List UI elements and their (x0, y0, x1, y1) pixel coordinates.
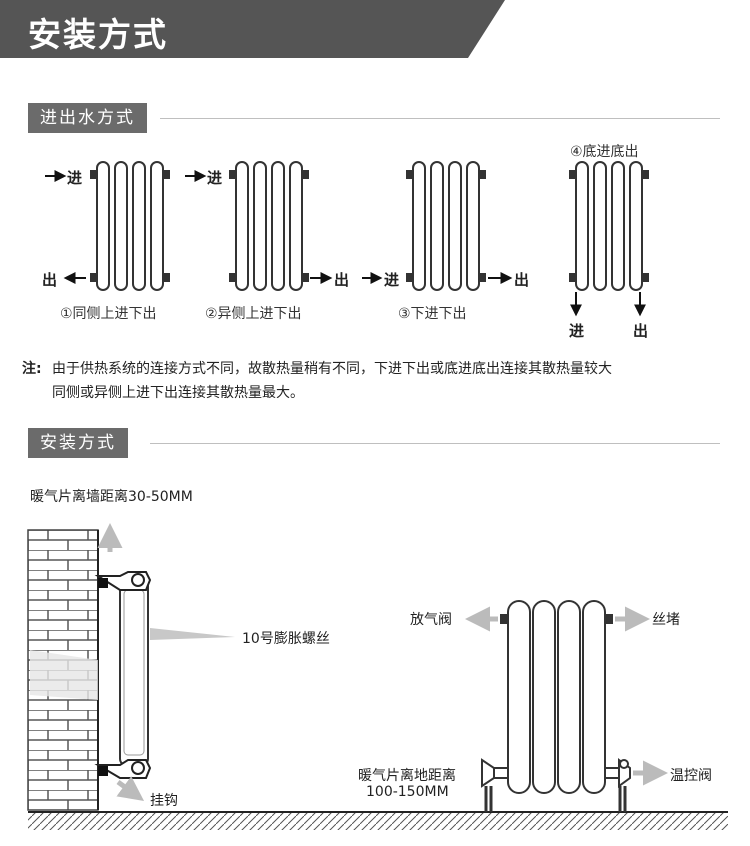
floor (28, 812, 728, 830)
hook-label: 挂钩 (150, 793, 178, 809)
front-radiator (481, 600, 631, 812)
d4-out-label: 出 (633, 322, 649, 340)
wall-distance-label: 暖气片离墙距离30-50MM (30, 489, 193, 505)
d3-caption: ③下进下出 (398, 306, 467, 322)
temp-valve-label: 温控阀 (670, 768, 712, 784)
d2-out-label: 出 (334, 271, 350, 289)
d3-out-label: 出 (514, 271, 530, 289)
d1-in-label: 进 (67, 169, 83, 187)
note-line-1: 由于供热系统的连接方式不同，故散热量稍有不同，下进下出或底进底出连接其散热量较大 (52, 361, 612, 377)
d3-in-label: 进 (384, 271, 400, 289)
d2-caption: ②异侧上进下出 (205, 306, 302, 322)
section-divider-2 (150, 443, 720, 444)
d2-in-label: 进 (207, 169, 223, 187)
plug-label: 丝堵 (652, 612, 680, 628)
note-line-2: 同侧或异侧上进下出连接其散热量最大。 (52, 385, 304, 401)
title-banner (0, 0, 505, 58)
floor-distance-value: 100-150MM (366, 784, 449, 800)
section-label-installation: 安装方式 (28, 428, 128, 458)
d4-in-label: 进 (569, 322, 585, 340)
floor-distance-label: 暖气片离地距离 (358, 768, 456, 784)
d1-out-label: 出 (42, 271, 58, 289)
vent-valve-label: 放气阀 (410, 612, 452, 628)
section-divider (160, 118, 720, 119)
page-title: 安装方式 (28, 15, 168, 54)
section-label-inlet-outlet: 进出水方式 (28, 103, 147, 133)
note-prefix: 注: (22, 361, 42, 377)
d4-caption: ④底进底出 (570, 144, 639, 160)
screw-label: 10号膨胀螺丝 (242, 631, 330, 647)
d1-caption: ①同侧上进下出 (60, 306, 157, 322)
